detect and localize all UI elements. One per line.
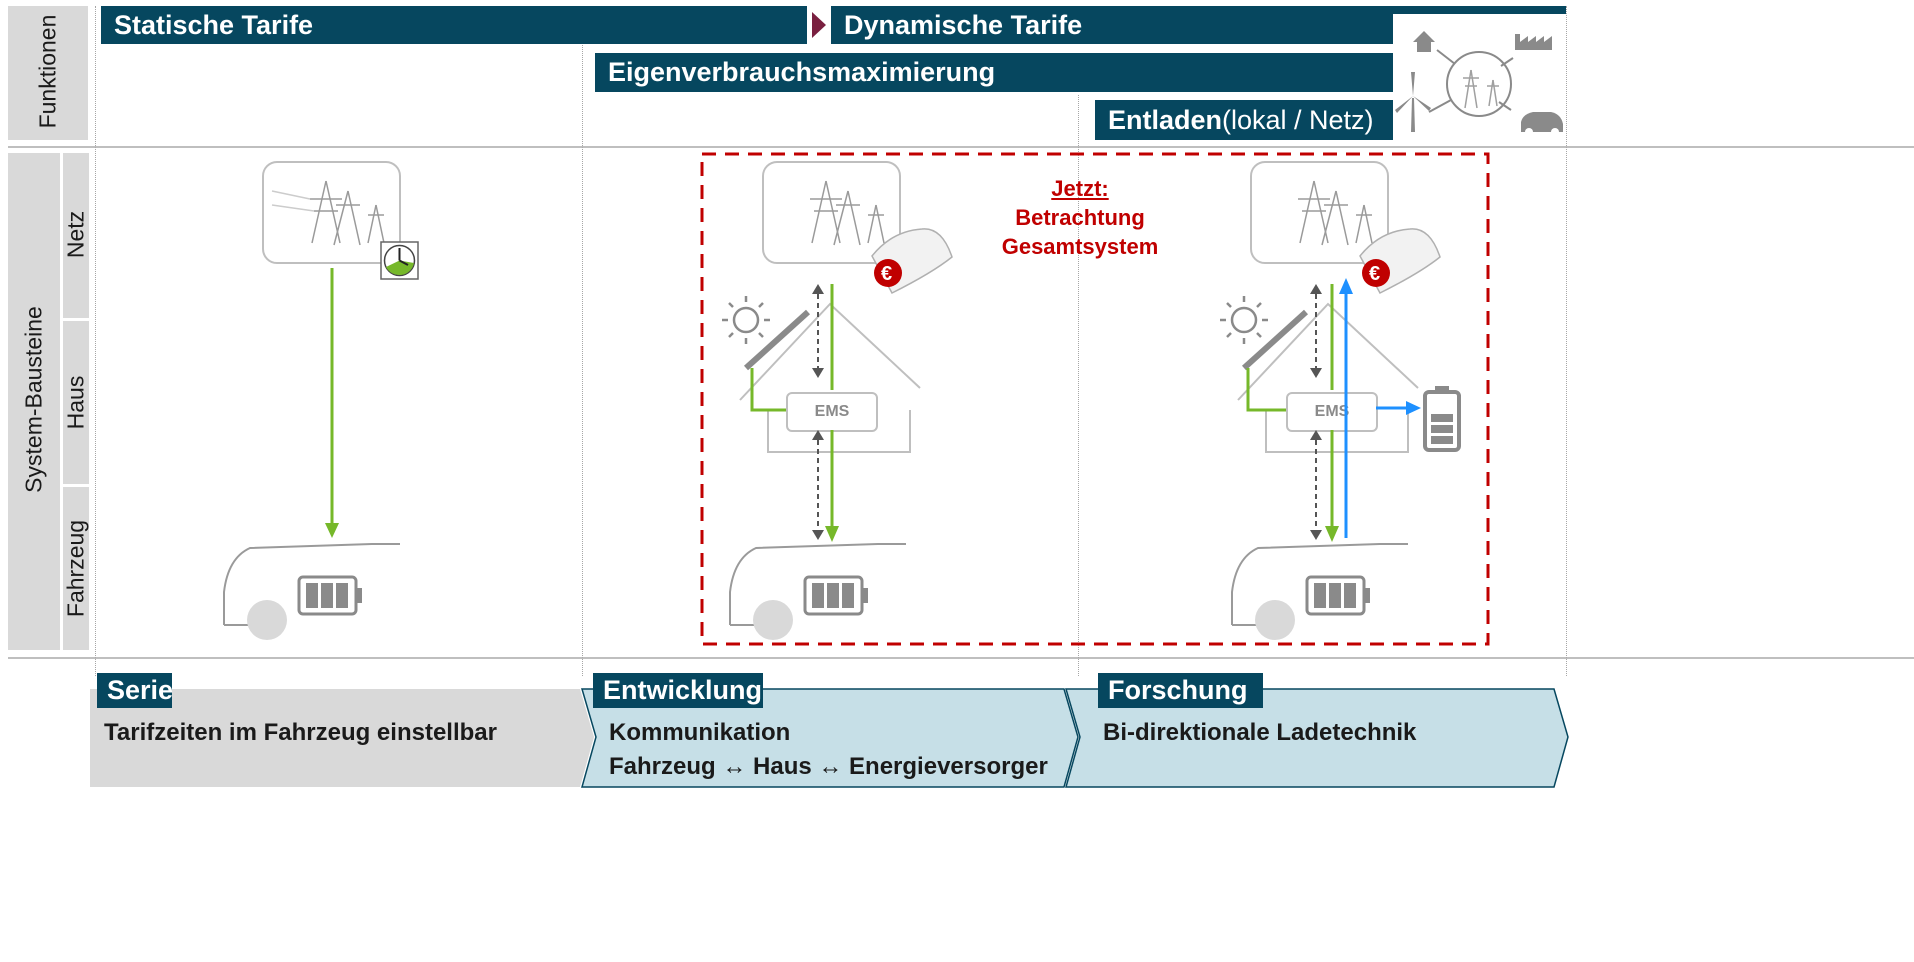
clock-icon bbox=[380, 241, 419, 280]
house-graphic bbox=[1220, 296, 1419, 453]
system-bausteine-header: System-Bausteine bbox=[8, 153, 60, 650]
stage-entwicklung-description: Kommunikation Fahrzeug ↔ Haus ↔ Energiev… bbox=[609, 716, 1048, 784]
ems-box: EMS bbox=[1286, 392, 1378, 432]
stage-forschung-shape bbox=[1065, 688, 1569, 788]
entladen-bar: Entladen (lokal / Netz) bbox=[1095, 100, 1395, 140]
stage-forschung-line1: Bi-direktionale Ladetechnik bbox=[1103, 719, 1417, 746]
vehicle-graphic bbox=[223, 543, 400, 640]
ems-box: EMS bbox=[786, 392, 878, 432]
entladen-label: Entladen bbox=[1108, 104, 1223, 135]
column-divider bbox=[1566, 6, 1567, 676]
callout-line2: Betrachtung bbox=[1015, 205, 1145, 230]
fahrzeug-row-header: Fahrzeug bbox=[63, 487, 89, 650]
column-divider bbox=[582, 6, 583, 676]
system-highlight-frame bbox=[700, 152, 1490, 646]
ems-label: EMS bbox=[814, 403, 850, 420]
netz-row-header: Netz bbox=[63, 153, 89, 318]
sun-icon bbox=[1220, 296, 1268, 344]
haus-row-header: Haus bbox=[63, 321, 89, 484]
energy-flow-arrow bbox=[325, 268, 339, 538]
stage-forschung-tag: Forschung bbox=[1098, 673, 1263, 708]
haus-label: Haus bbox=[62, 375, 89, 430]
netz-label: Netz bbox=[62, 210, 89, 259]
stage-serie-tag: Serie bbox=[97, 673, 173, 708]
battery-icon bbox=[297, 575, 362, 616]
euro-bill-icon: € bbox=[1359, 228, 1441, 294]
euro-bill-icon: € bbox=[871, 228, 953, 294]
stage-entwicklung-tag: Entwicklung bbox=[593, 673, 763, 708]
statische-tarife-label: Statische Tarife bbox=[114, 9, 314, 40]
battery-storage-icon bbox=[1423, 386, 1461, 452]
energy-flow-arrows bbox=[1310, 278, 1421, 542]
sun-icon bbox=[722, 296, 770, 344]
callout-text: Jetzt: Betrachtung Gesamtsystem bbox=[990, 174, 1170, 261]
stage-serie-line1: Tarifzeiten im Fahrzeug einstellbar bbox=[104, 719, 497, 746]
battery-icon bbox=[1305, 575, 1370, 616]
entladen-sublabel: (lokal / Netz) bbox=[1222, 104, 1374, 135]
svg-text:€: € bbox=[881, 263, 892, 285]
stage-serie-description: Tarifzeiten im Fahrzeug einstellbar bbox=[104, 716, 497, 750]
divider-top bbox=[8, 146, 1914, 148]
energy-flow-arrows bbox=[812, 284, 839, 542]
arrow-right-icon bbox=[812, 12, 826, 38]
ems-label: EMS bbox=[1314, 403, 1350, 420]
funktionen-row-header: Funktionen bbox=[8, 6, 88, 140]
dynamische-tarife-label: Dynamische Tarife bbox=[844, 9, 1083, 40]
divider-bottom bbox=[8, 657, 1914, 659]
system-bausteine-label: System-Bausteine bbox=[20, 306, 47, 493]
svg-text:€: € bbox=[1369, 263, 1380, 285]
grid-tower-box bbox=[262, 161, 419, 280]
statische-tarife-bar: Statische Tarife bbox=[101, 6, 807, 44]
vehicle-graphic bbox=[1231, 543, 1408, 640]
stage-entwicklung-shape bbox=[581, 688, 1079, 788]
house-graphic bbox=[722, 296, 921, 453]
column-divider bbox=[1078, 95, 1079, 676]
stage-chevrons bbox=[90, 688, 1569, 788]
stage-entwicklung-line1: Kommunikation bbox=[609, 719, 791, 746]
grid-tower-box: € bbox=[762, 161, 953, 294]
stage-entwicklung-line2: Fahrzeug ↔ Haus ↔ Energieversorger bbox=[609, 753, 1048, 780]
stage-forschung-description: Bi-direktionale Ladetechnik bbox=[1103, 716, 1416, 750]
stage-serie-shape bbox=[90, 689, 594, 787]
callout-now: Jetzt: bbox=[1051, 176, 1109, 201]
column-divider bbox=[95, 6, 96, 676]
grid-tower-box: € bbox=[1250, 161, 1441, 294]
eigenverbrauch-label: Eigenverbrauchsmaximierung bbox=[608, 57, 996, 87]
battery-icon bbox=[803, 575, 868, 616]
vehicle-graphic bbox=[729, 543, 906, 640]
energy-network-icon bbox=[1393, 14, 1566, 140]
fahrzeug-label: Fahrzeug bbox=[62, 519, 89, 618]
funktionen-label: Funktionen bbox=[34, 14, 61, 129]
callout-line3: Gesamtsystem bbox=[1001, 234, 1159, 259]
